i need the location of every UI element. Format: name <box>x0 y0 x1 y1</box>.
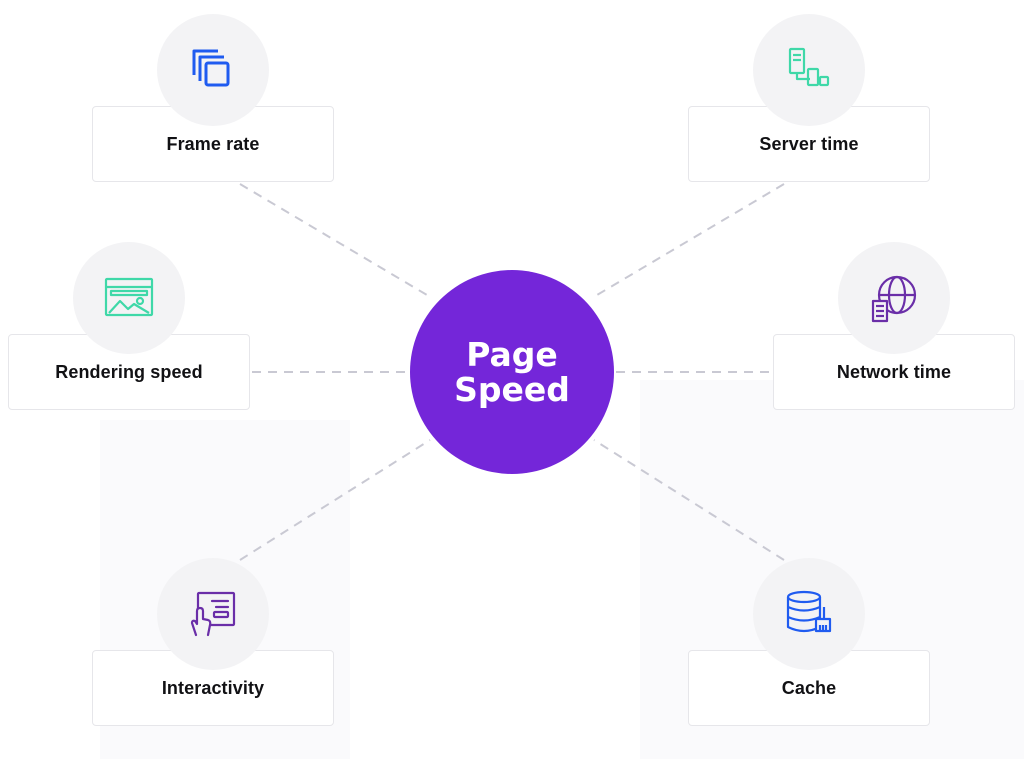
rendering-speed-icon <box>104 277 154 317</box>
node-label: Server time <box>759 133 859 154</box>
page-speed-hub: Page Speed <box>410 270 614 474</box>
connector-frame-rate <box>239 183 433 299</box>
frame-rate-icon <box>192 49 230 87</box>
network-time-icon-circle <box>838 242 950 354</box>
connector-interactivity <box>239 439 431 561</box>
server-time-icon-circle <box>753 14 865 126</box>
network-time-icon <box>871 275 917 323</box>
node-label: Frame rate <box>166 133 260 154</box>
cache-icon-circle <box>753 558 865 670</box>
connector-server-time <box>591 183 785 299</box>
interactivity-icon <box>190 591 236 637</box>
frame-rate-icon-circle <box>157 14 269 126</box>
node-label: Network time <box>836 361 952 382</box>
node-label: Interactivity <box>161 677 265 698</box>
rendering-speed-icon-circle <box>73 242 185 354</box>
node-label: Cache <box>781 677 837 698</box>
hub-title-line-1: Page <box>466 335 558 374</box>
hub-title-line-2: Speed <box>454 370 570 409</box>
interactivity-icon-circle <box>157 558 269 670</box>
node-label: Rendering speed <box>55 361 203 382</box>
server-time-icon <box>788 47 830 87</box>
cache-icon <box>786 590 832 633</box>
connector-cache <box>593 439 785 561</box>
